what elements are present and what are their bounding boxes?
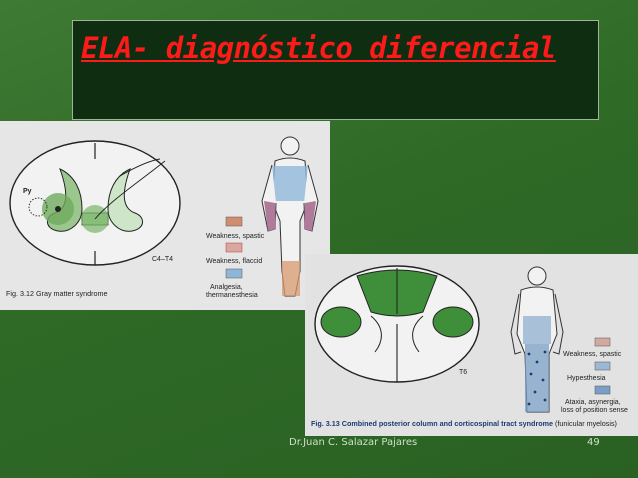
page-number: 49 — [587, 437, 600, 448]
legend-swatch-analgesia — [225, 268, 243, 279]
legend2-swatch-hypesthesia — [594, 361, 611, 371]
legend-label-flaccid: Weakness, flaccid — [206, 258, 262, 265]
title-box: ELA- diagnóstico diferencial — [72, 20, 599, 120]
figure1-illustration: Py C4–T4 Weakness, spastic Weakness, fla… — [6, 136, 319, 299]
legend2-swatch-ataxia — [594, 385, 611, 395]
figure1-legend: Weakness, spastic Weakness, flaccid Anal… — [206, 216, 265, 299]
level-label-2: T6 — [459, 369, 467, 376]
figure-combined-tract-syndrome: T6 Weakness, spastic Hypesthesia Ataxia,… — [305, 254, 638, 436]
legend-swatch-spastic — [225, 216, 243, 227]
legend2-label-spastic: Weakness, spastic — [563, 351, 622, 358]
legend2-label-ataxia: Ataxia, asynergia, — [565, 399, 621, 406]
legend2-label-position-sense: loss of position sense — [561, 407, 628, 414]
human-figure-2 — [510, 266, 564, 413]
figure1-caption: Fig. 3.12 Gray matter syndrome — [6, 289, 107, 298]
legend-label-thermanesthesia: thermanesthesia — [206, 292, 258, 299]
footer-author: Dr.Juan C. Salazar Pajares — [289, 437, 418, 448]
legend2-swatch-spastic — [594, 337, 611, 347]
legend2-label-hypesthesia: Hypesthesia — [567, 375, 606, 382]
tract-label: Py — [23, 188, 32, 195]
figure2-legend: Weakness, spastic Hypesthesia Ataxia, as… — [561, 337, 628, 414]
figure-gray-matter-syndrome: Py C4–T4 Weakness, spastic Weakness, fla… — [0, 121, 330, 310]
figure2-caption-bold: Fig. 3.13 Combined posterior column and … — [311, 419, 553, 428]
level-label: C4–T4 — [152, 256, 173, 263]
slide-title: ELA- diagnóstico diferencial — [81, 31, 556, 65]
legend-swatch-flaccid — [225, 242, 243, 253]
legend-label-analgesia: Analgesia, — [210, 284, 243, 291]
figure2-caption-rest: (funicular myelosis) — [553, 419, 617, 428]
spinal-cord-section-2: T6 — [314, 265, 480, 383]
spinal-cord-section: Py C4–T4 — [9, 140, 181, 266]
human-figure — [261, 136, 319, 297]
figure2-caption: Fig. 3.13 Combined posterior column and … — [311, 419, 617, 428]
legend-label-spastic: Weakness, spastic — [206, 233, 265, 240]
figure2-illustration: T6 Weakness, spastic Hypesthesia Ataxia,… — [311, 265, 628, 428]
